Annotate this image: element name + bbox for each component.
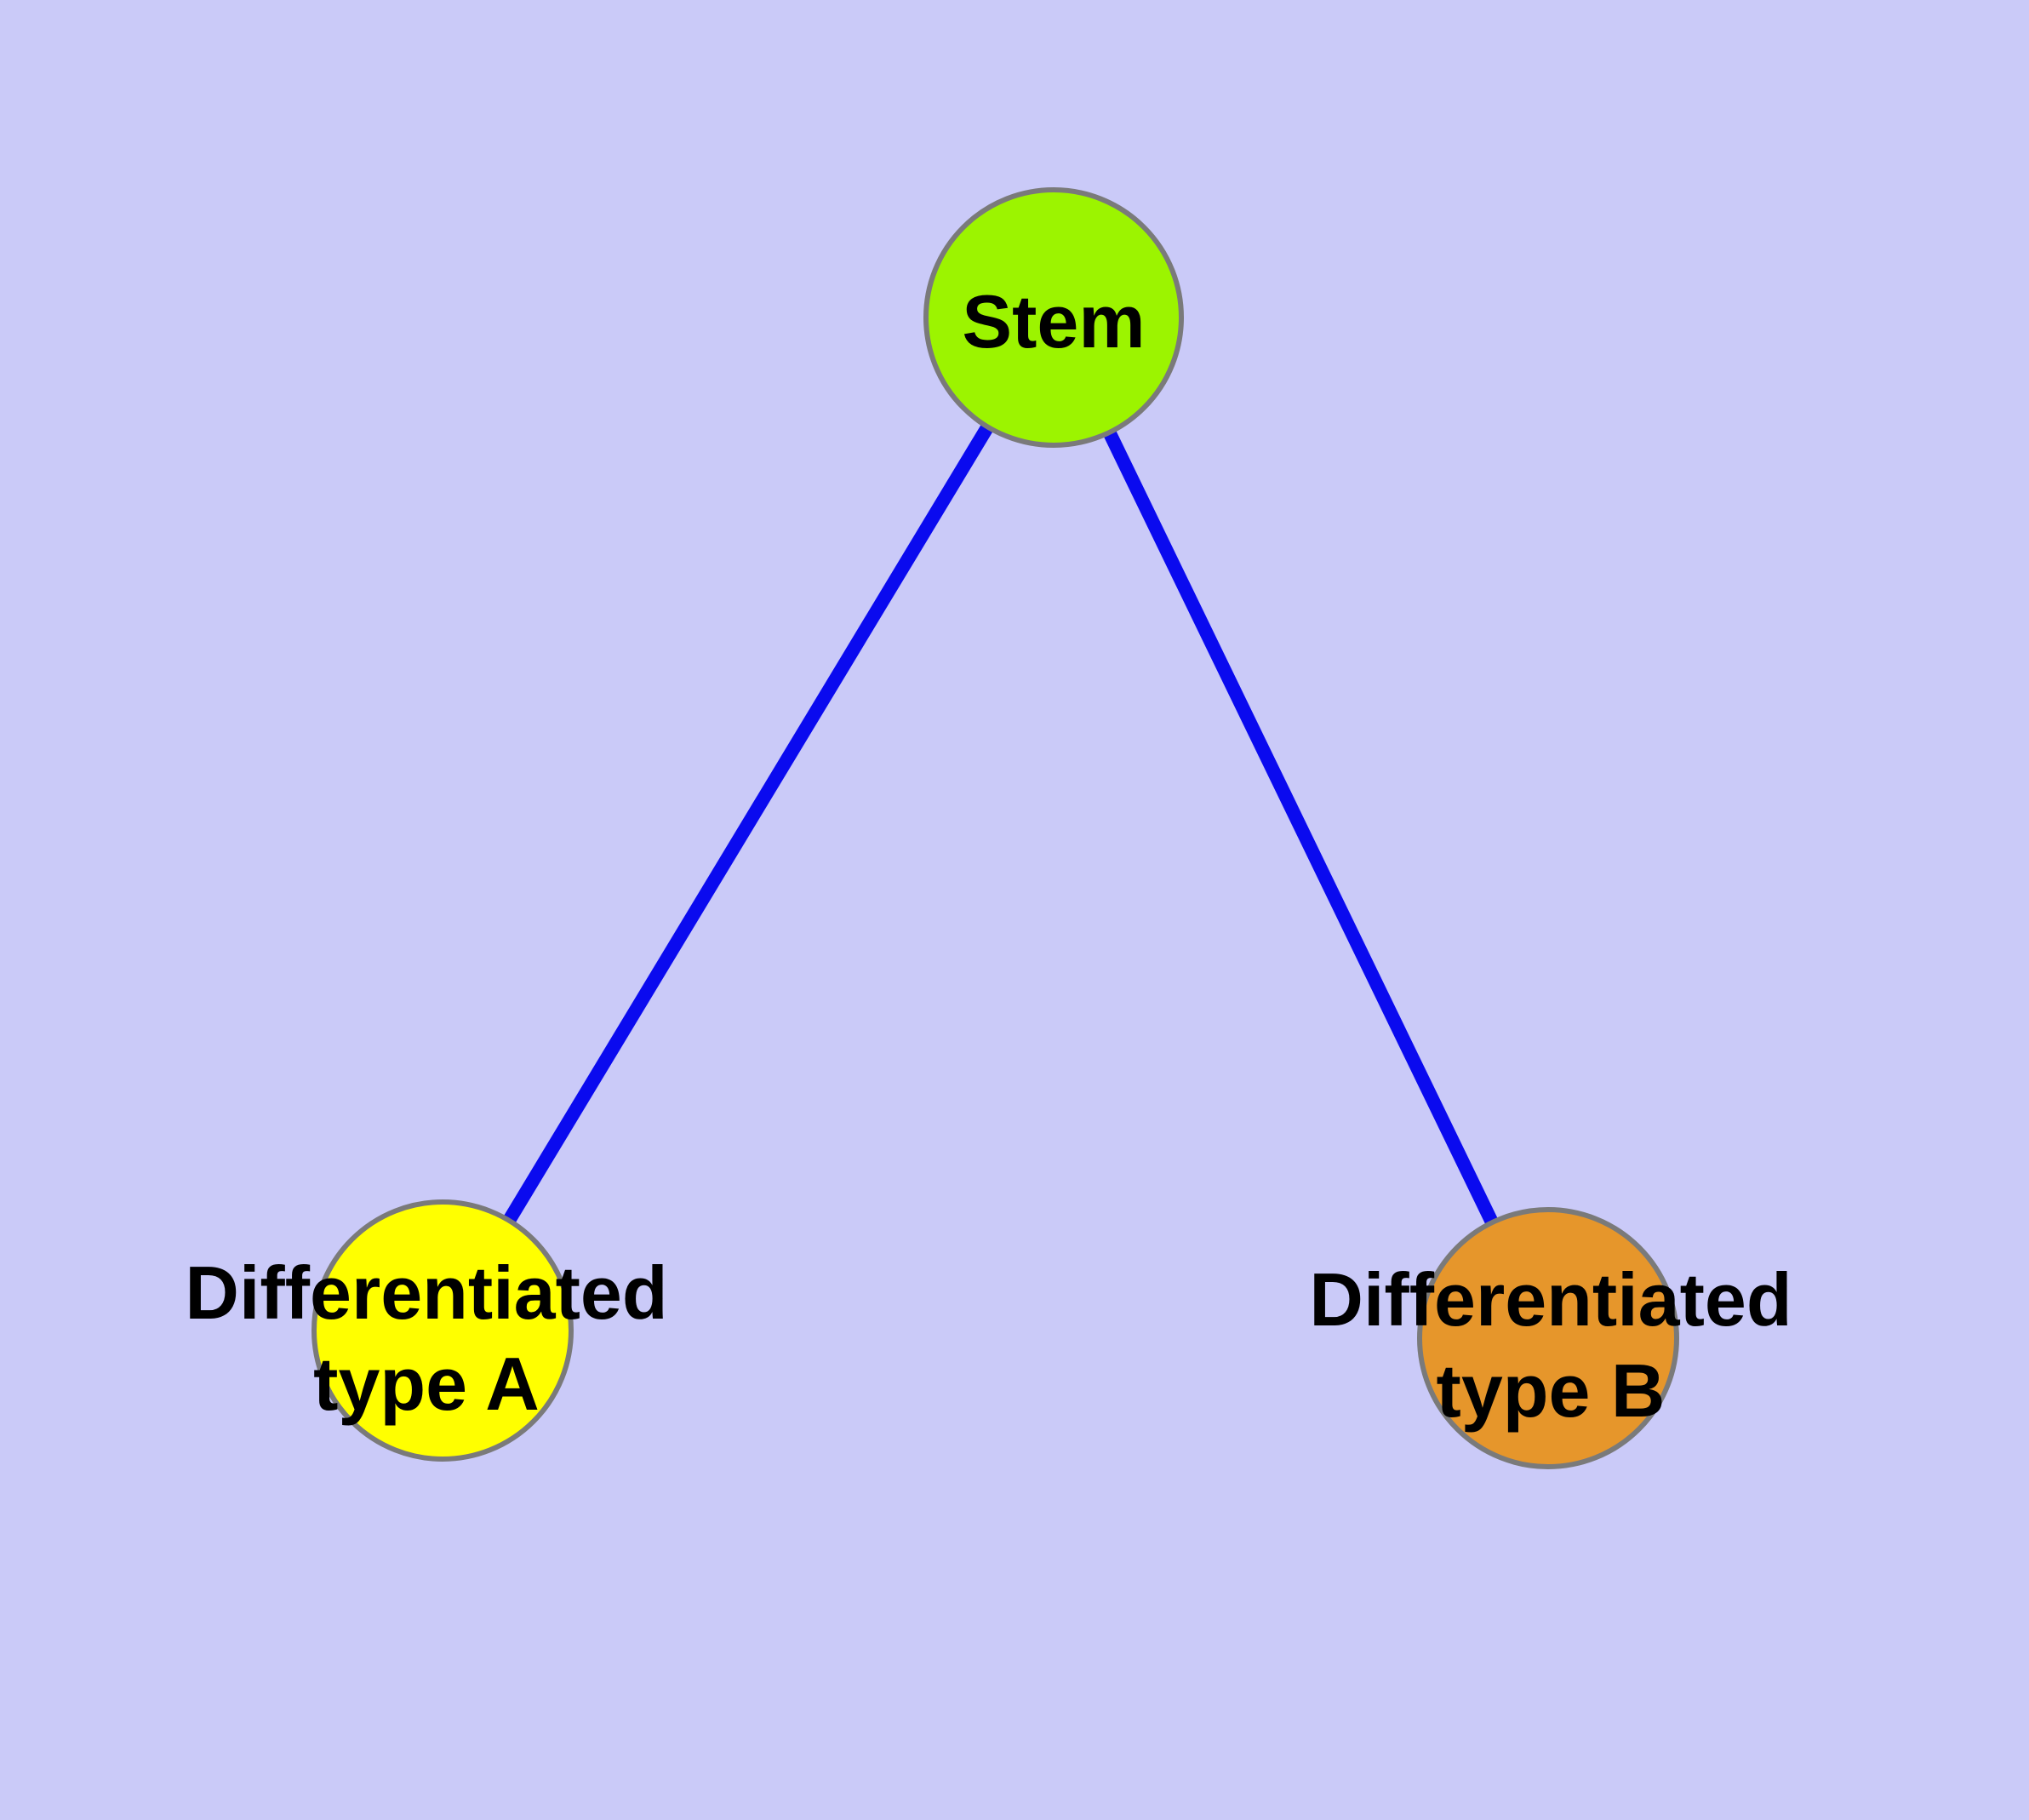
node-type-b-label-line2: type B [1437, 1348, 1666, 1433]
edge-stem-to-type-a [437, 313, 1060, 1335]
node-type-b-circle [1417, 1207, 1679, 1469]
node-stem-label: Stem [962, 279, 1145, 363]
node-stem-circle [923, 187, 1184, 448]
node-type-b-label-line1: Differentiated [1309, 1257, 1792, 1342]
node-type-a-label-line1: Differentiated [185, 1251, 667, 1335]
node-type-a-circle [311, 1199, 574, 1462]
edge-stem-to-type-b [1047, 314, 1555, 1342]
node-type-a-label-line2: type A [313, 1342, 540, 1426]
